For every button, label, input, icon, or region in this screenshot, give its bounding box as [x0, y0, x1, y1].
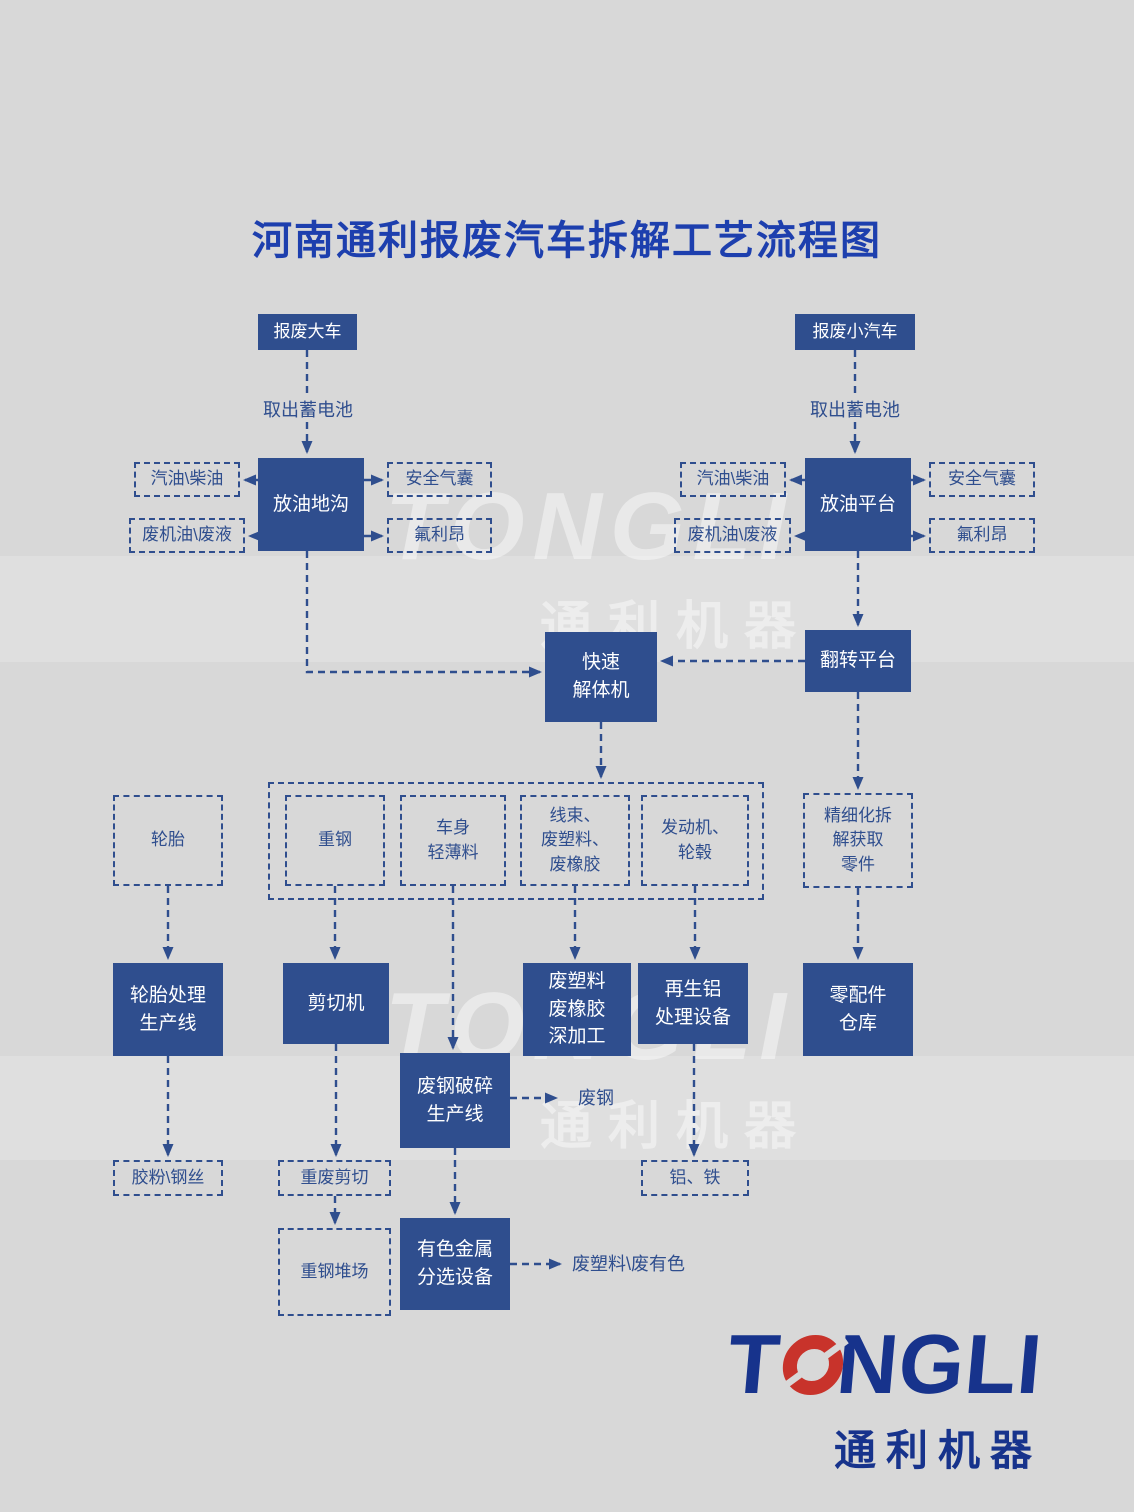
logo-o-icon	[779, 1334, 850, 1395]
node-freon-right: 氟利昂	[929, 518, 1035, 553]
node-drain-pit: 放油地沟	[258, 458, 364, 551]
light-band	[0, 1056, 1134, 1160]
node-tires: 轮胎	[113, 795, 223, 886]
node-body-light-material: 车身 轻薄料	[400, 795, 506, 886]
node-rubber-powder-steel-wire: 胶粉\钢丝	[113, 1160, 223, 1196]
node-heavy-steel: 重钢	[285, 795, 385, 886]
node-shearing-machine: 剪切机	[283, 963, 389, 1044]
node-wires-plastic-rubber: 线束、 废塑料、 废橡胶	[520, 795, 630, 886]
node-fuel-left: 汽油\柴油	[134, 462, 240, 497]
node-parts-warehouse: 零配件 仓库	[803, 963, 913, 1056]
node-freon-left: 氟利昂	[387, 518, 492, 553]
node-scrap-truck: 报废大车	[258, 314, 357, 350]
node-flip-platform: 翻转平台	[805, 630, 911, 692]
node-recycled-aluminum-equipment: 再生铝 处理设备	[638, 963, 748, 1044]
node-fuel-right: 汽油\柴油	[680, 462, 786, 497]
label-scrap-steel: 废钢	[578, 1088, 614, 1108]
node-plastic-rubber-processing: 废塑料 废橡胶 深加工	[523, 963, 631, 1056]
materials-group-box	[268, 782, 764, 900]
node-waste-oil-left: 废机油\废液	[129, 518, 245, 553]
label-waste-plastic-nonferrous: 废塑料\废有色	[572, 1254, 686, 1274]
logo-letter-t: T	[723, 1317, 785, 1411]
label-remove-battery-left: 取出蓄电池	[262, 398, 354, 422]
company-logo: T NGLI 通利机器	[724, 1316, 1046, 1478]
node-heavy-steel-yard: 重钢堆场	[278, 1228, 391, 1316]
node-airbag-left: 安全气囊	[387, 462, 492, 497]
node-airbag-right: 安全气囊	[929, 462, 1035, 497]
label-remove-battery-right: 取出蓄电池	[809, 398, 901, 422]
node-drain-platform: 放油平台	[805, 458, 911, 551]
logo-letters-ngli: NGLI	[833, 1317, 1047, 1411]
node-quick-dismantler: 快速 解体机	[545, 632, 657, 722]
node-fine-dismantling: 精细化拆 解获取 零件	[803, 793, 913, 888]
node-engine-wheel-hub: 发动机、 轮毂	[641, 795, 749, 886]
logo-brand-cn: 通利机器	[833, 1427, 1042, 1474]
node-scrap-car: 报废小汽车	[795, 314, 915, 350]
node-aluminum-iron: 铝、铁	[641, 1160, 749, 1196]
node-heavy-scrap-shearing: 重废剪切	[278, 1160, 391, 1196]
node-waste-oil-right: 废机油\废液	[674, 518, 791, 553]
node-nonferrous-sorting-equipment: 有色金属 分选设备	[400, 1218, 510, 1310]
node-tire-processing-line: 轮胎处理 生产线	[113, 963, 223, 1056]
logo-brand: T NGLI	[724, 1316, 1046, 1413]
node-scrap-steel-crushing-line: 废钢破碎 生产线	[400, 1053, 510, 1148]
page-title: 河南通利报废汽车拆解工艺流程图	[252, 219, 882, 263]
